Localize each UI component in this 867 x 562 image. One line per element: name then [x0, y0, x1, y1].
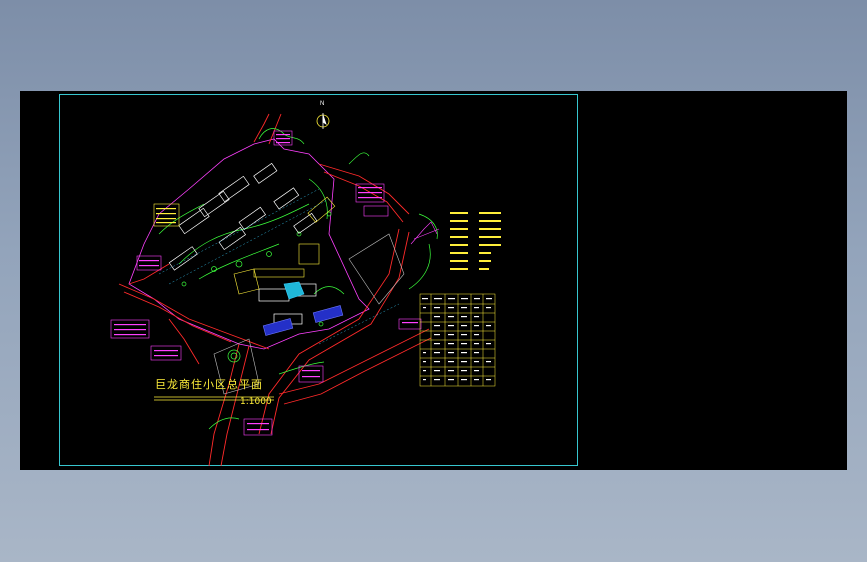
site-boundary [128, 138, 370, 350]
annotation-callouts [110, 130, 422, 436]
roads [118, 113, 432, 466]
drawing-title: 巨龙商住小区总平面 [155, 378, 263, 391]
blue-buildings [262, 305, 344, 336]
yellow-label-marks [156, 208, 176, 224]
sheet-border [59, 94, 578, 466]
north-label: N [320, 101, 325, 107]
commercial-blocks [233, 196, 336, 295]
detail-lines [158, 188, 400, 345]
title-underline [154, 396, 274, 401]
model-space-canvas[interactable] [20, 91, 847, 470]
open-plots [213, 233, 405, 395]
water-feature [283, 281, 305, 300]
entry-gate [410, 221, 440, 245]
drawing-scale: 1:1000 [240, 397, 272, 407]
area-schedule-table [419, 293, 496, 387]
residential-buildings [168, 162, 318, 325]
indicator-list [450, 212, 501, 270]
landscape [158, 128, 438, 430]
annotation-text-marks [114, 134, 418, 431]
table-cell-marks [422, 298, 492, 381]
north-arrow-icon [316, 113, 330, 129]
site-plan-drawing [110, 113, 501, 466]
